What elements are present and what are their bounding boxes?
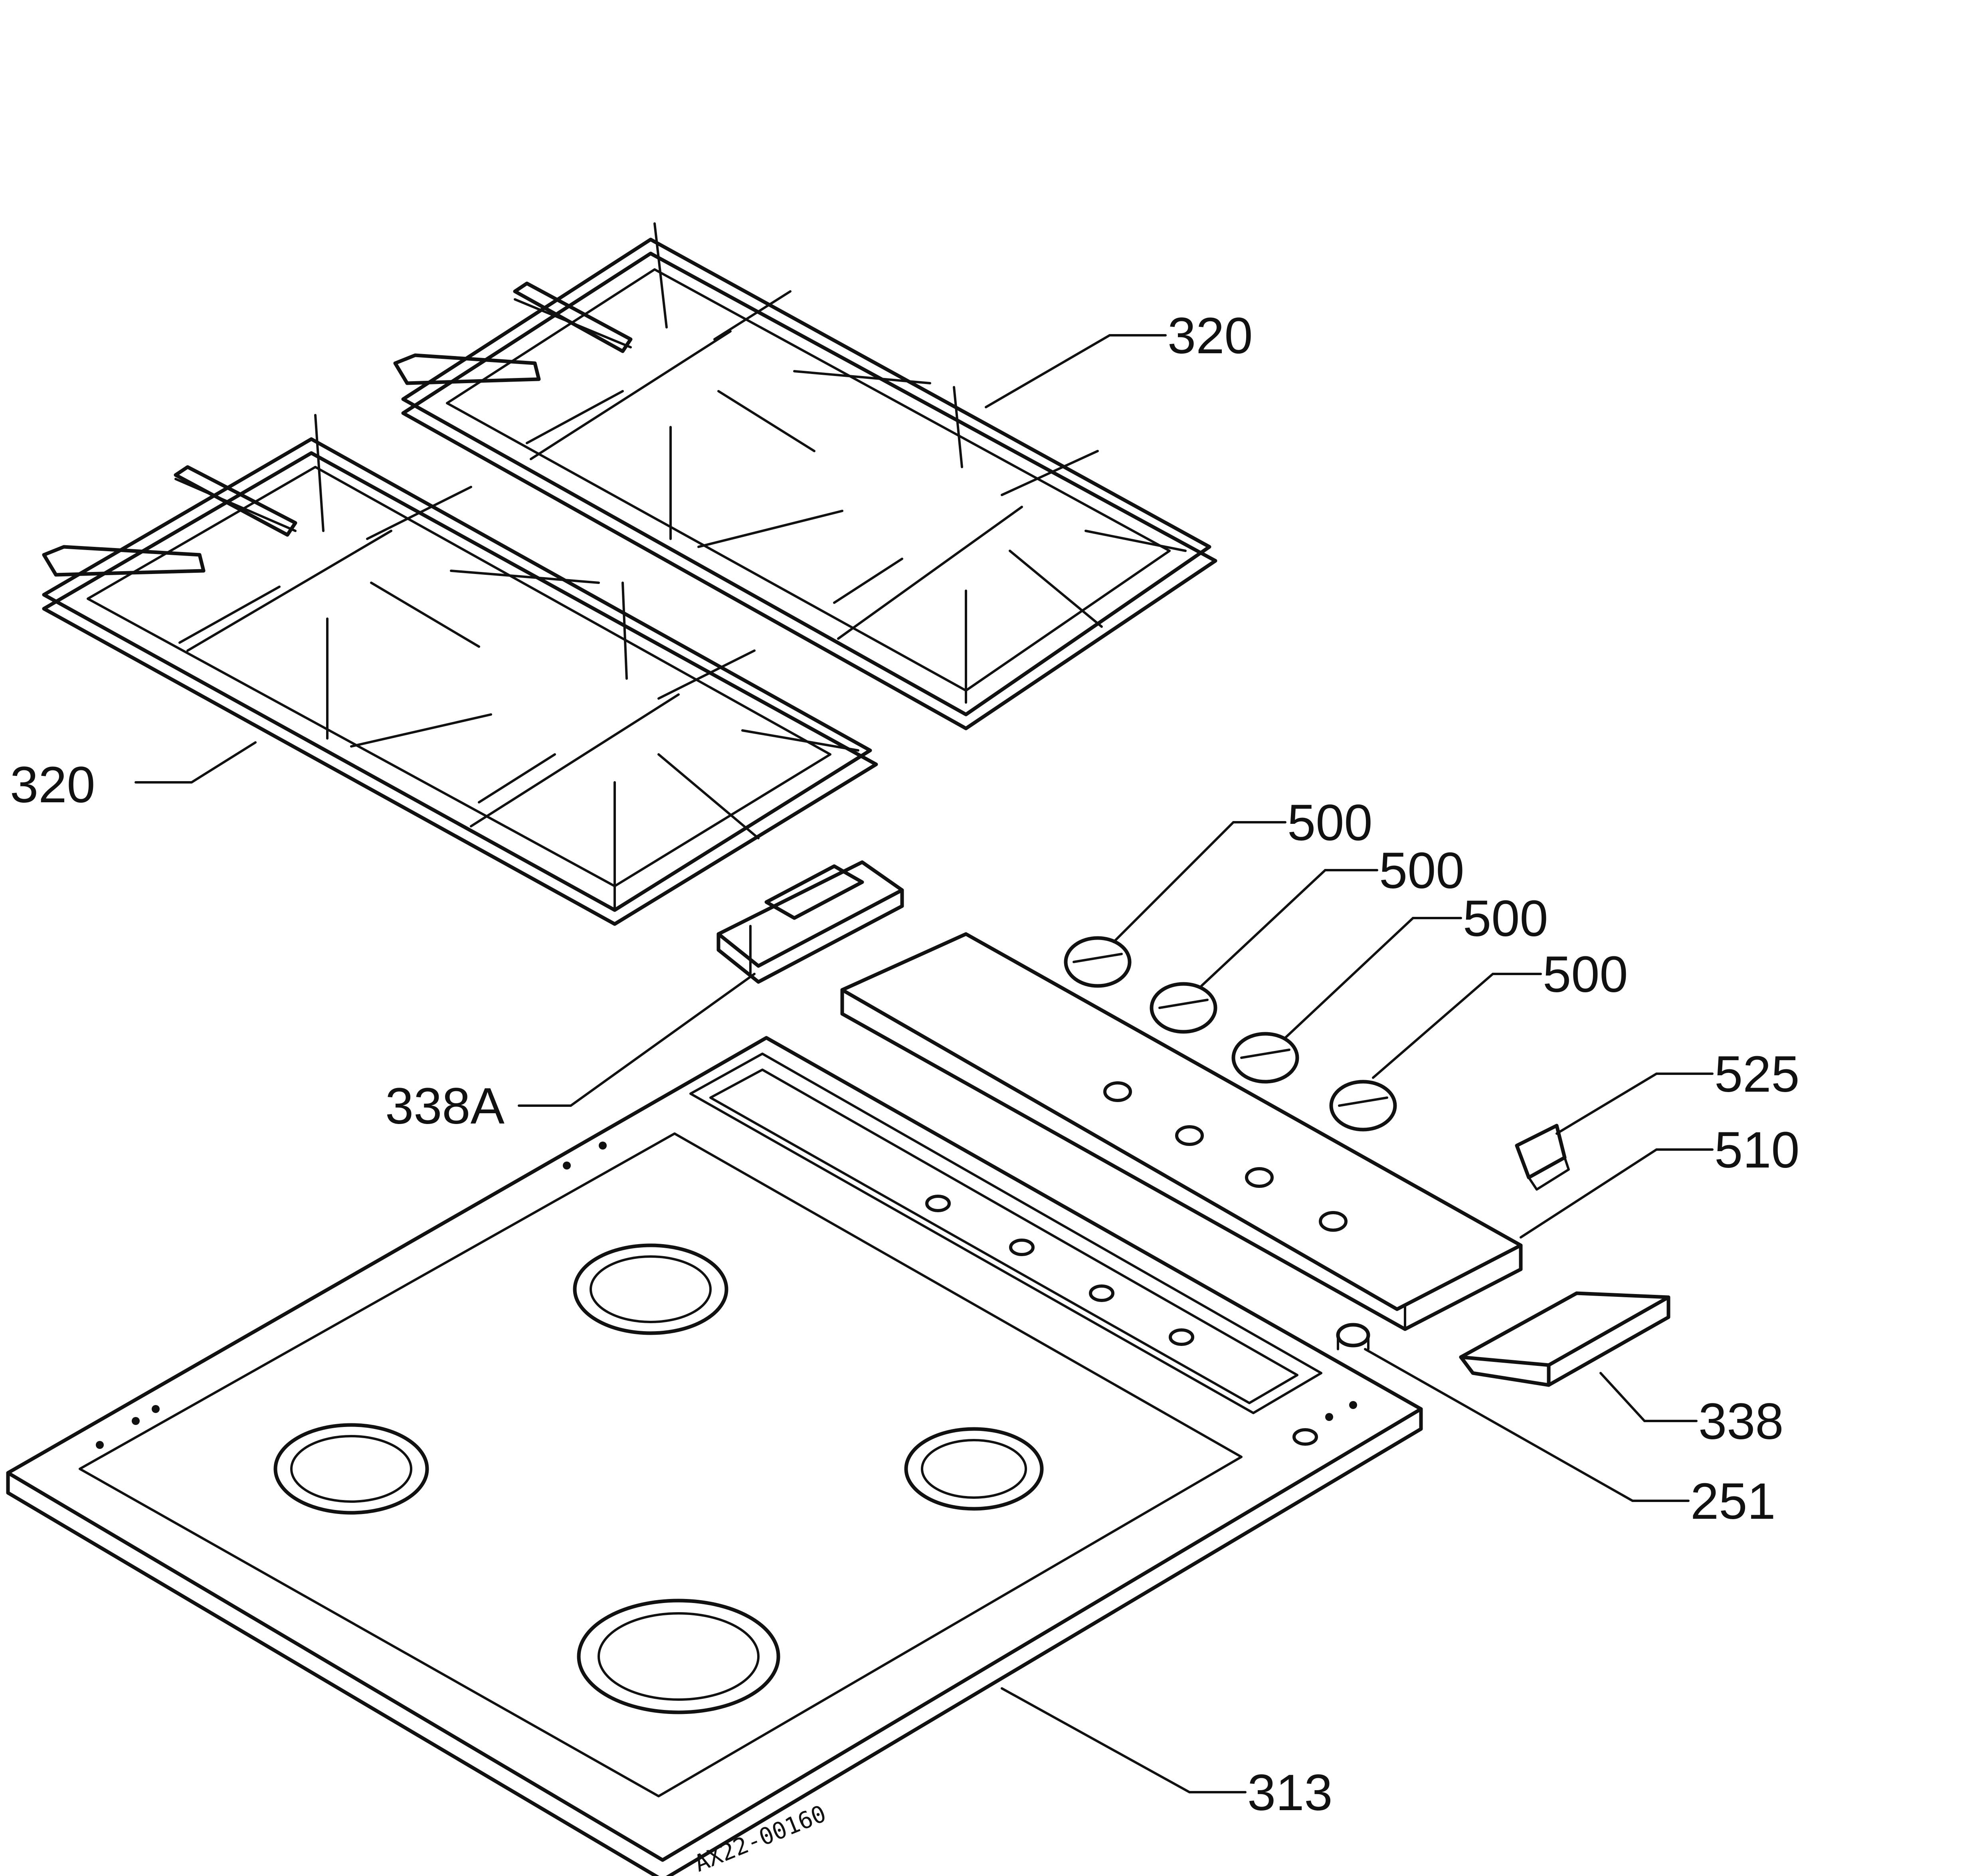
callout-side-bracket-right: 338 (1698, 1393, 1784, 1450)
side-bracket-right (1459, 1291, 1670, 1387)
leader-hob-top (1001, 1687, 1247, 1793)
leader-side-bracket-right (1599, 1372, 1698, 1422)
callout-labels: 320 320 500 500 500 500 525 510 338A 338… (10, 307, 1800, 1876)
leader-side-bracket-left (518, 973, 756, 1107)
callout-knob-4: 500 (1543, 946, 1628, 1003)
leader-knob-4 (1372, 973, 1542, 1079)
callout-control-panel: 510 (1714, 1122, 1800, 1179)
control-knob-4 (1329, 1080, 1397, 1132)
control-knob-2 (1150, 982, 1217, 1034)
leader-grid-left (135, 741, 257, 784)
callout-knob-2: 500 (1379, 842, 1464, 899)
control-knob-3 (1231, 1032, 1299, 1084)
pan-support-grid-right (393, 222, 1217, 730)
leader-knob-3 (1284, 917, 1462, 1039)
leader-knob-2 (1200, 869, 1378, 987)
callout-screw: 251 (1690, 1473, 1776, 1530)
callout-grid-left: 320 (10, 756, 95, 813)
indicator-lamp (1515, 1124, 1570, 1191)
callout-grid-right: 320 (1168, 307, 1253, 364)
leader-lamp (1555, 1073, 1714, 1135)
callout-knob-1: 500 (1287, 794, 1373, 851)
leader-grid-right (985, 334, 1167, 408)
leader-control-panel (1520, 1148, 1714, 1239)
side-bracket-left (716, 860, 904, 984)
callout-lamp: 525 (1714, 1046, 1800, 1103)
callout-side-bracket-left: 338A (385, 1078, 505, 1135)
pan-support-grid-left (42, 414, 878, 926)
drawing-code: AX22-00160 (691, 1800, 830, 1876)
callout-knob-3: 500 (1463, 890, 1548, 947)
leader-lines (135, 334, 1714, 1793)
hob-top-plate (6, 1036, 1423, 1876)
control-knob-1 (1064, 936, 1132, 988)
leader-screw (1364, 1348, 1690, 1502)
callout-hob-top: 313 (1247, 1764, 1333, 1821)
leader-knob-1 (1112, 821, 1286, 943)
control-panel (840, 932, 1523, 1331)
fixing-screw (1336, 1323, 1370, 1350)
